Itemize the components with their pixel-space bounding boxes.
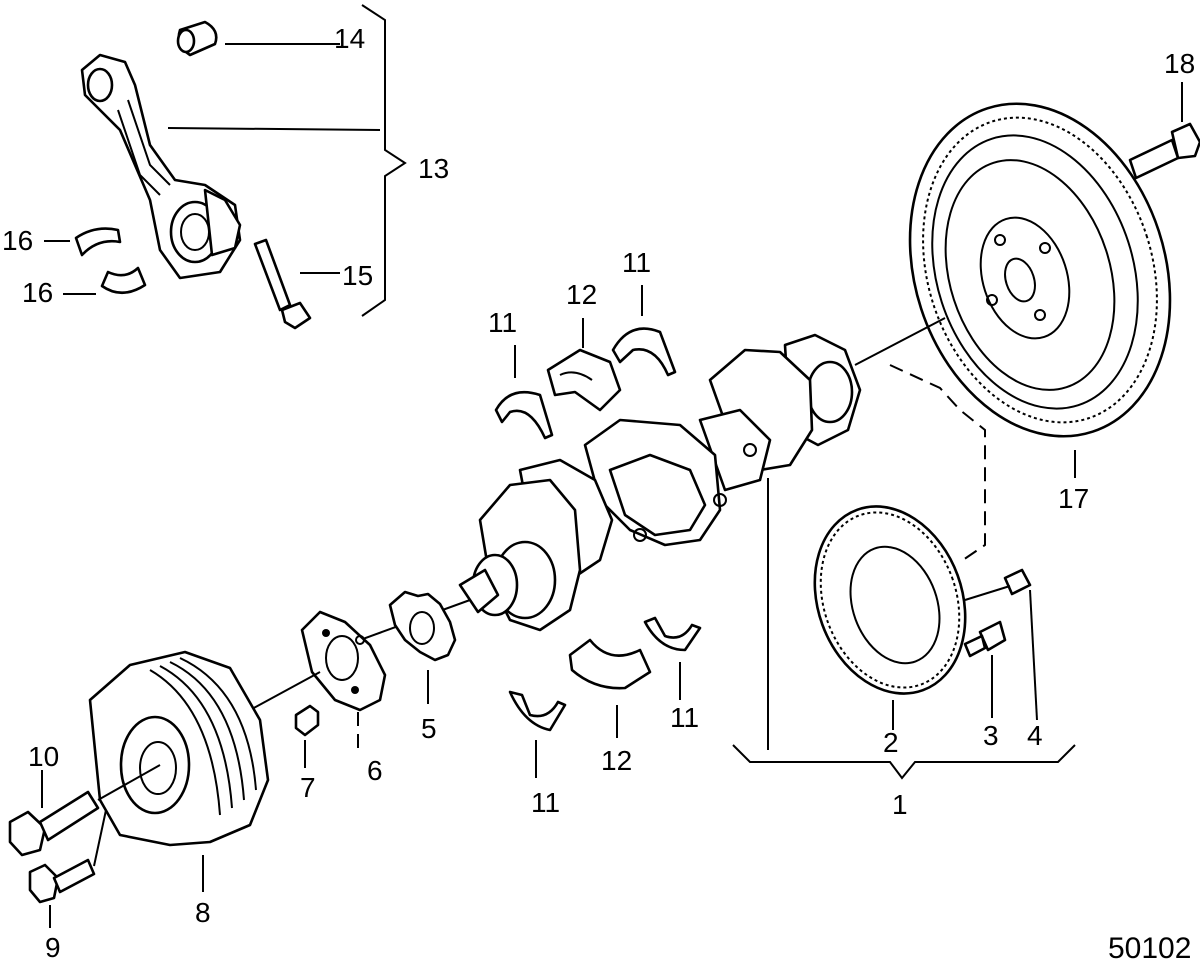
flywheel: [908, 102, 1172, 438]
callout-9: 9: [45, 932, 61, 960]
callout-3: 3: [983, 720, 999, 751]
flywheel-bolt: [1128, 122, 1200, 180]
callout-12-lower: 12: [601, 745, 632, 776]
callout-11-upper-right: 11: [622, 247, 651, 278]
callout-5: 5: [421, 713, 437, 744]
callout-11-lower-left: 11: [531, 787, 560, 818]
callout-17: 17: [1058, 483, 1089, 514]
callout-labels: 1 2 3 4 5 6 7 8 9 10 11 11 11 11 12 12 1…: [2, 23, 1195, 960]
callout-6: 6: [367, 755, 383, 786]
callout-13: 13: [418, 153, 449, 184]
callout-1: 1: [892, 789, 908, 820]
main-bearing-lower: [568, 638, 652, 690]
flywheel-ring-gear: [813, 505, 967, 730]
crankshaft-sprocket: [359, 590, 471, 704]
callout-16-upper: 16: [2, 225, 33, 256]
thrust-washer-upper-right: [611, 327, 677, 377]
callout-7: 7: [300, 772, 316, 803]
rod-bolt: [253, 238, 312, 330]
piston-pin-bushing: [176, 20, 218, 57]
callout-10: 10: [28, 741, 59, 772]
ring-gear-dowel: [964, 568, 1038, 721]
rod-bearing-shell-upper: [74, 227, 122, 257]
callout-16-lower: 16: [22, 277, 53, 308]
rod-bearing-shell-lower: [100, 266, 147, 295]
bracket-13: [361, 4, 407, 317]
callout-11-upper-left: 11: [488, 307, 517, 338]
callout-8: 8: [195, 897, 211, 928]
pulley-cap-screw: [28, 809, 107, 928]
illustration-reference-number: 50102: [1108, 932, 1191, 960]
connecting-rod-assembly: [44, 4, 407, 330]
callout-18: 18: [1164, 48, 1195, 79]
dowel-pin: [294, 704, 320, 768]
pulley-bolt: [8, 764, 161, 857]
callout-15: 15: [342, 260, 373, 291]
thrust-washer-lower-right: [643, 616, 702, 652]
crankshaft-pulley: [88, 650, 321, 847]
callout-14: 14: [334, 23, 365, 54]
thrust-washer-upper-left: [494, 390, 554, 440]
callout-11-lower-right: 11: [670, 702, 699, 733]
ring-gear-screw: [963, 620, 1007, 718]
main-bearing-upper: [546, 348, 622, 412]
callout-12-upper: 12: [566, 279, 597, 310]
thrust-washer-lower-left: [508, 690, 567, 732]
bracket-1: [732, 744, 1076, 780]
connecting-rod: [80, 53, 242, 280]
callout-4: 4: [1027, 720, 1043, 751]
callout-2: 2: [883, 727, 899, 758]
pulley-hub: [300, 610, 387, 752]
crankshaft: [458, 317, 946, 632]
